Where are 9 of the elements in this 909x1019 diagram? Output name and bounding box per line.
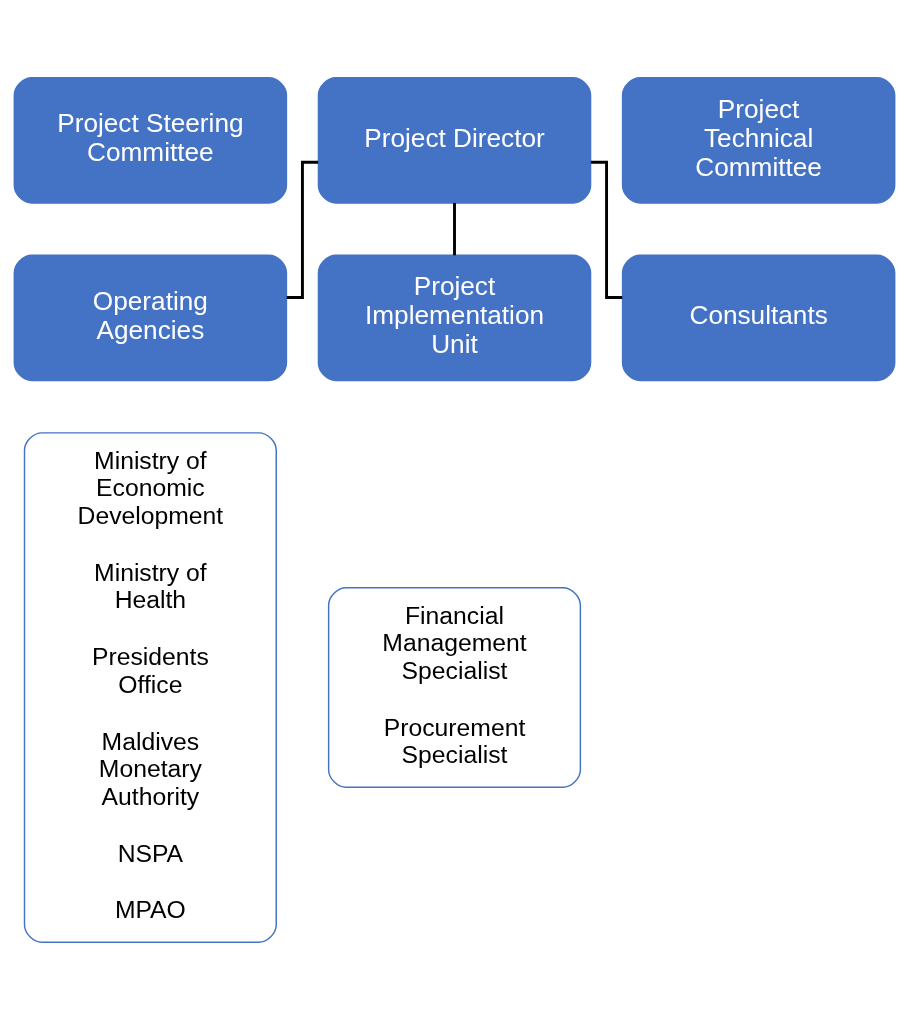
node-box: Project Technical Committee	[621, 76, 896, 204]
node-box: Consultants	[621, 254, 896, 381]
node-box: Project Implementation Unit	[317, 254, 592, 381]
node-box: Operating Agencies	[13, 254, 288, 381]
node-box: Project Director	[317, 76, 592, 204]
node-box: Project Steering Committee	[13, 76, 288, 204]
node-box: Ministry of Economic Development Ministry of Health Presidents Office Maldives Monetary Authority NSPA MPAO	[23, 431, 277, 943]
connector	[453, 202, 456, 255]
node-box: Financial Management Specialist Procurement Specialist	[327, 586, 582, 788]
